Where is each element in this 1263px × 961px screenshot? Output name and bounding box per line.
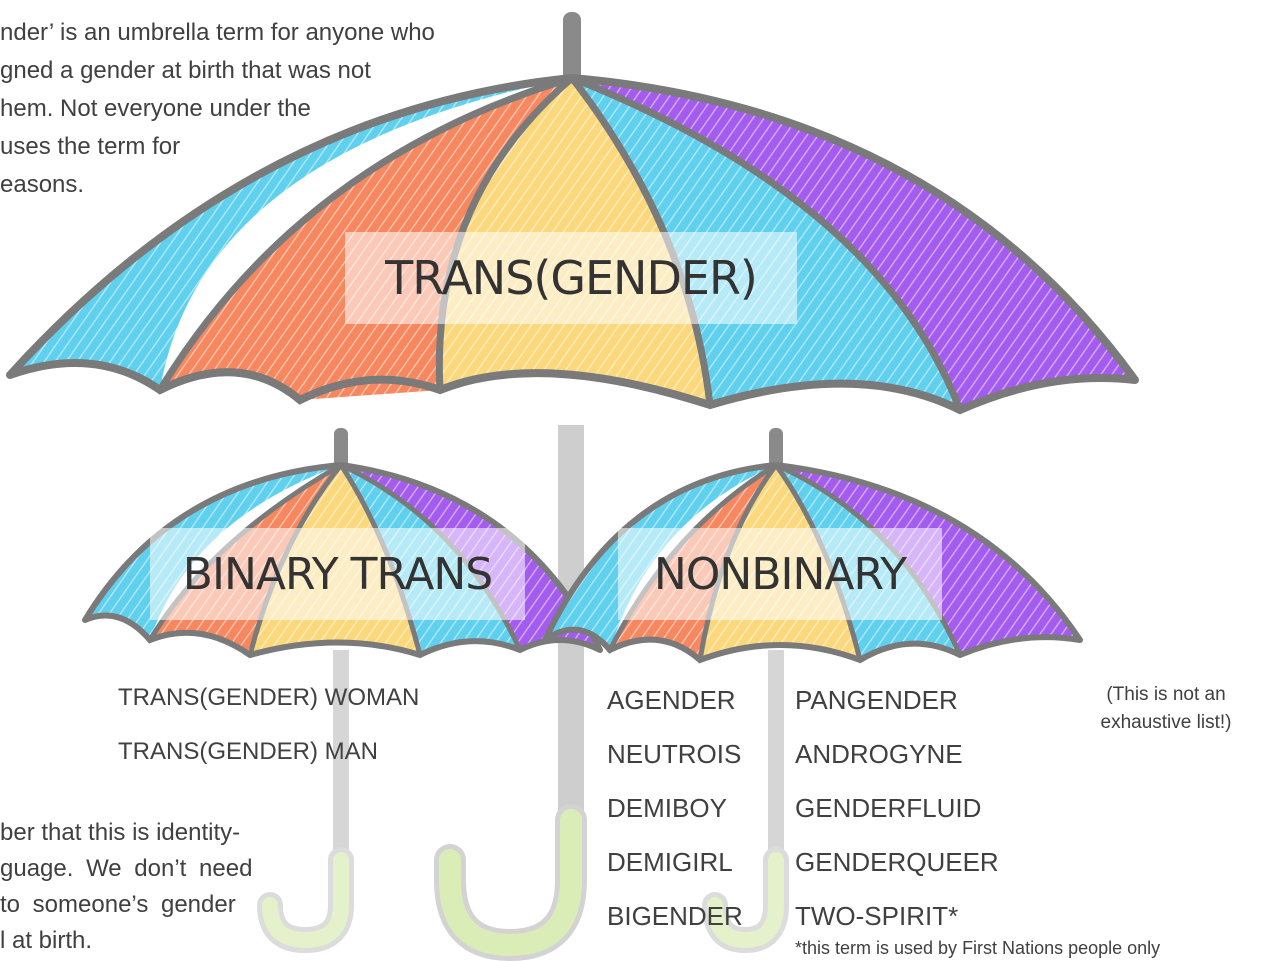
nonbinary-term: NEUTROIS — [607, 741, 741, 767]
nonbinary-term: PANGENDER — [795, 687, 958, 713]
nonbinary-term: ANDROGYNE — [795, 741, 963, 767]
disclaimer-note: (This is not an exhaustive list!) — [1078, 681, 1254, 737]
disclaimer-line: (This is not an — [1078, 681, 1254, 709]
nonbinary-umbrella-label-text: NONBINARY — [654, 549, 906, 600]
nonbinary-term: DEMIBOY — [607, 795, 727, 821]
reminder-line: l at birth. — [0, 922, 292, 958]
nonbinary-term: DEMIGIRL — [607, 849, 733, 875]
reminder-paragraph: ber that this is identity- guage. We don… — [0, 814, 292, 958]
intro-line: gned a gender at birth that was not — [0, 52, 435, 90]
binary-umbrella-label-text: BINARY TRANS — [183, 549, 492, 600]
binary-term: TRANS(GENDER) MAN — [118, 740, 378, 764]
main-umbrella-shaft — [450, 425, 584, 945]
main-umbrella-label-text: TRANS(GENDER) — [385, 251, 757, 305]
intro-line: uses the term for — [0, 128, 435, 166]
intro-paragraph: nder’ is an umbrella term for anyone who… — [0, 14, 435, 204]
disclaimer-line: exhaustive list!) — [1078, 709, 1254, 737]
reminder-line: guage. We don’t need — [0, 850, 292, 886]
nonbinary-umbrella-label: NONBINARY — [618, 528, 942, 620]
main-umbrella-label: TRANS(GENDER) — [345, 232, 797, 324]
reminder-line: ber that this is identity- — [0, 814, 292, 850]
nonbinary-term: GENDERFLUID — [795, 795, 981, 821]
reminder-line: to someone’s gender — [0, 886, 292, 922]
nonbinary-term: TWO-SPIRIT* — [795, 903, 958, 929]
nonbinary-term: AGENDER — [607, 687, 736, 713]
binary-umbrella-label: BINARY TRANS — [150, 528, 525, 620]
nonbinary-term: GENDERQUEER — [795, 849, 999, 875]
binary-term: TRANS(GENDER) WOMAN — [118, 686, 419, 710]
two-spirit-footnote: *this term is used by First Nations peop… — [795, 938, 1160, 959]
nonbinary-term: BIGENDER — [607, 903, 743, 929]
intro-line: nder’ is an umbrella term for anyone who — [0, 14, 435, 52]
intro-line: hem. Not everyone under the — [0, 90, 435, 128]
intro-line: easons. — [0, 166, 435, 204]
